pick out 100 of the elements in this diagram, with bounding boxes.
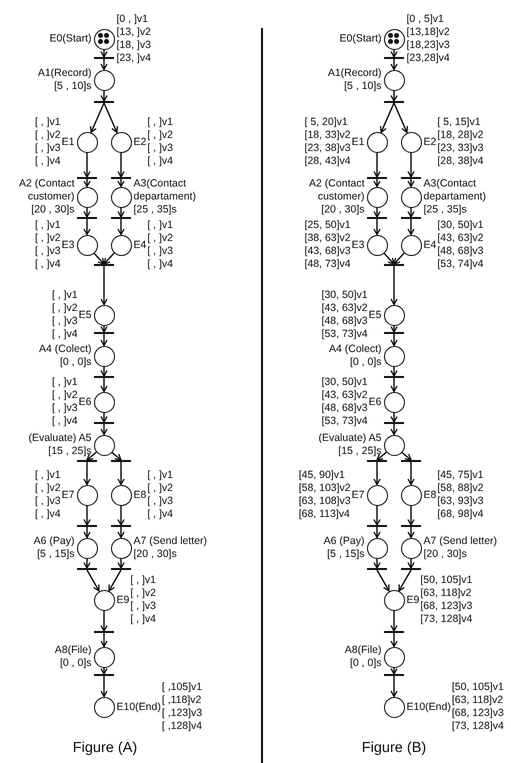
interval-label: [ , ]v3: [130, 600, 156, 613]
interval-label: [ , ]v2: [34, 482, 61, 495]
arrow: [390, 668, 398, 675]
interval-label: [43, 63]v2: [322, 389, 368, 402]
interval-label: [68, 113]v4: [298, 508, 351, 521]
interval-label: [58, 103]v2: [298, 482, 351, 495]
interval-label: [ , ]v2: [147, 482, 174, 495]
arrow: [83, 506, 91, 526]
duration-label: [0 , 0]s: [60, 657, 92, 670]
place-label: E9: [116, 594, 130, 606]
interval-label: [ , ]v4: [52, 415, 78, 428]
place-label: E10(End): [406, 700, 451, 714]
arrow: [100, 50, 108, 58]
place-label: A7 (Send letter): [134, 535, 208, 548]
arrow: [103, 102, 118, 133]
interval-label: [45, 75]v1: [437, 469, 484, 482]
arrow: [373, 208, 381, 218]
place-label: A4 (Colect): [328, 343, 382, 356]
arrow: [390, 412, 398, 423]
place-circle: [366, 132, 388, 152]
interval-label: [ ,123]v3: [162, 707, 202, 720]
arrow: [373, 506, 381, 526]
arrow: [117, 506, 125, 526]
arrow: [383, 252, 395, 265]
interval-label: [50, 105]v1: [420, 574, 472, 587]
interval-label: [ , ]v2: [52, 389, 78, 402]
arrow: [117, 527, 125, 538]
interval-label: [58, 88]v2: [437, 482, 484, 495]
arrow: [373, 462, 381, 486]
figure-caption: Figure (B): [362, 740, 426, 757]
place-circle: [94, 434, 114, 456]
place-label: E9: [406, 594, 420, 606]
place-circle: [94, 392, 114, 412]
interval-label: [ , ]v3: [147, 142, 174, 155]
arrow: [83, 219, 91, 236]
arrow: [373, 219, 381, 236]
duration-label: [0 , 0]s: [350, 356, 382, 369]
arrow: [100, 90, 108, 102]
arrow: [90, 102, 105, 133]
arrow: [401, 452, 412, 461]
arrow: [393, 102, 408, 133]
arrow: [390, 610, 398, 632]
arrow: [117, 208, 125, 218]
arrow: [390, 90, 398, 102]
arrow: [100, 424, 108, 436]
interval-label: [ , ]v2: [34, 232, 61, 245]
interval-label: [ , ]v3: [52, 315, 78, 328]
interval-label: [ , ]v4: [147, 508, 174, 521]
duration-label: [25 , 35]s: [134, 204, 177, 216]
arrow: [100, 610, 108, 632]
place-label: E2: [134, 136, 146, 148]
place-label: A4 (Colect): [38, 343, 92, 356]
duration-label: [15 , 25]s: [48, 445, 92, 458]
interval-label: [ , ]v4: [34, 258, 61, 271]
arrow: [380, 102, 395, 133]
interval-label: [68, 98]v4: [437, 508, 484, 521]
interval-label: [ , ]v3: [34, 495, 61, 508]
place-circle: [76, 186, 98, 208]
arrow: [390, 50, 398, 58]
duration-label: [0 , 0]s: [350, 657, 382, 670]
interval-label: [ , ]v1: [34, 469, 61, 482]
interval-label: [ , ]v2: [147, 129, 174, 142]
interval-label: [45, 90]v1: [298, 469, 346, 482]
interval-label: [13,18]v2: [406, 26, 450, 39]
arrow: [407, 179, 415, 188]
arrow: [407, 506, 415, 526]
interval-label: [ , ]v4: [130, 613, 156, 626]
interval-label: [ , ]v2: [147, 232, 174, 245]
arrow: [376, 452, 387, 461]
arrow: [117, 219, 125, 236]
interval-label: [23, 33]v3: [437, 142, 484, 155]
duration-label: [20 , 30]s: [424, 548, 467, 561]
arrow: [390, 366, 398, 377]
interval-label: [ , ]v1: [52, 289, 78, 302]
duration-label: [5 , 15]s: [327, 548, 364, 561]
interval-label: [30, 50]v1: [437, 219, 484, 232]
place-label: E8: [424, 488, 436, 502]
arrow: [376, 570, 390, 592]
interval-label: [53, 73]v4: [322, 328, 368, 341]
interval-label: [ , ]v1: [52, 376, 78, 389]
arrow: [83, 527, 91, 538]
interval-label: [ ,128]v4: [162, 720, 202, 733]
place-circle: [384, 304, 404, 326]
place-label: A7 (Send letter): [424, 535, 498, 548]
place-label: A2 (Contact customer): [18, 178, 74, 204]
place-circle: [384, 590, 404, 610]
place-label: E8: [134, 488, 146, 502]
place-circle: [384, 434, 404, 456]
arrow: [100, 334, 108, 346]
interval-label: [48, 68]v3: [437, 245, 484, 258]
interval-label: [50, 105]v1: [452, 681, 504, 694]
duration-label: [15 , 25]s: [338, 445, 382, 458]
interval-label: [ , ]v1: [34, 116, 61, 129]
place-label: A1(Record): [328, 67, 382, 80]
arrow: [390, 633, 398, 648]
place-circle: [76, 234, 98, 256]
interval-label: [63, 93]v3: [437, 495, 484, 508]
interval-label: [18,23]v3: [406, 39, 450, 52]
interval-label: [ , ]v4: [34, 508, 61, 521]
duration-label: [25 , 35]s: [424, 204, 467, 216]
